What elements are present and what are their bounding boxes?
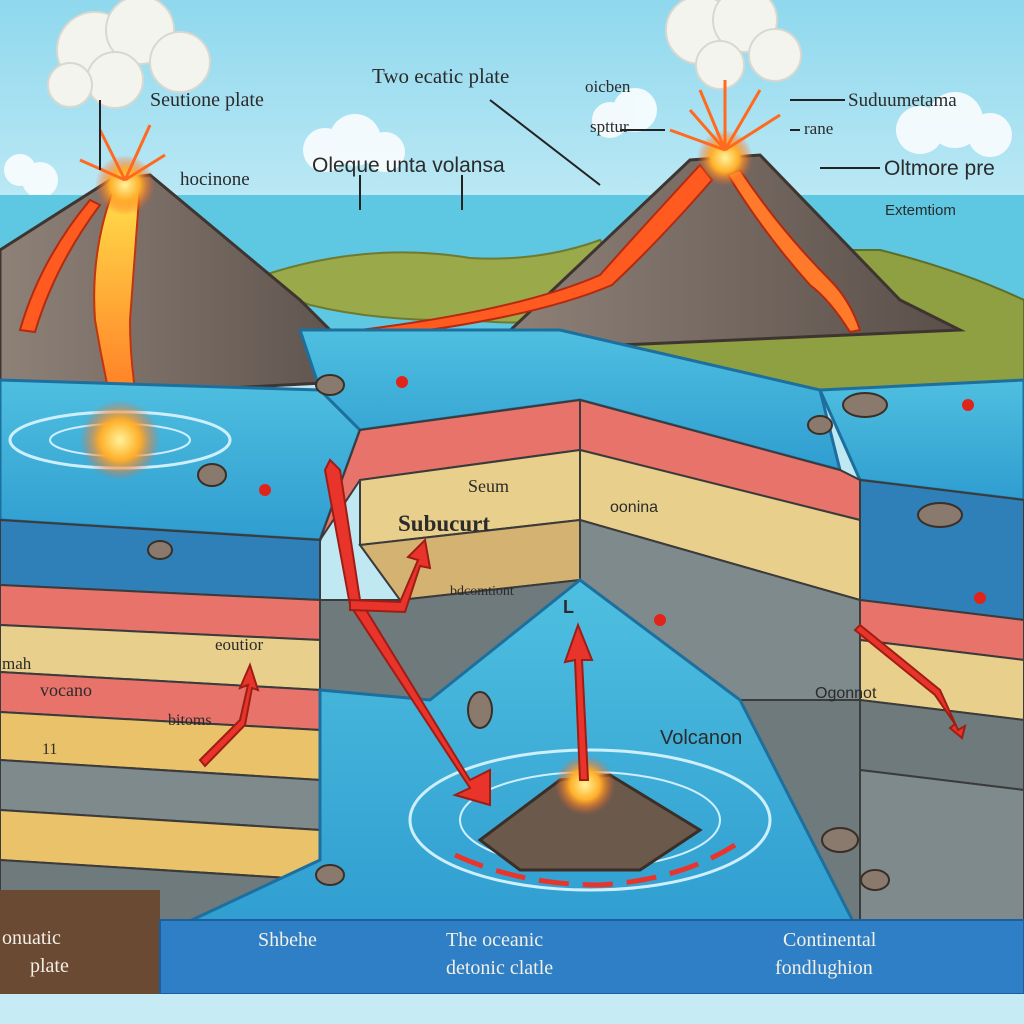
label-seum: Seum xyxy=(468,476,510,496)
label-vocano: vocano xyxy=(40,680,92,700)
label-fondlughion: fondlughion xyxy=(775,957,873,979)
label-suduumetama: Suduumetama xyxy=(848,90,957,111)
label-sptur: spttur xyxy=(590,117,629,136)
smoke-cloud-right xyxy=(665,0,802,90)
bottom-band xyxy=(159,919,1024,995)
left-crater-glow xyxy=(95,155,155,215)
label-n-marker: 11 xyxy=(42,741,58,758)
label-continental: Continental xyxy=(783,929,877,951)
magma-dot xyxy=(259,376,986,626)
cloud xyxy=(4,88,1012,198)
label-rane: rane xyxy=(804,119,834,138)
label-seutione-plate: Seutione plate xyxy=(150,89,264,111)
underwater-volcano-glow xyxy=(555,755,615,815)
label-oleque: Oleque unta volansa xyxy=(312,154,505,177)
label-subucurt: Subucurt xyxy=(398,511,491,536)
label-two-ecatic-plate: Two ecatic plate xyxy=(372,64,510,88)
label-bdcomtion: bdcomtiont xyxy=(450,584,514,599)
left-volcano-lava-side xyxy=(18,198,102,334)
label-onuatic: onuatic xyxy=(2,927,61,949)
right-eruption-sparks xyxy=(669,80,781,152)
left-eruption-sparks xyxy=(79,124,166,182)
label-eoutior: eoutior xyxy=(215,635,264,654)
smoke-cloud-left xyxy=(47,0,211,109)
ring-arrows xyxy=(453,842,737,888)
rock-icon xyxy=(147,374,963,891)
trench-ripple xyxy=(408,748,772,892)
label-extension: Extemtiom xyxy=(885,202,956,219)
label-plate: plate xyxy=(30,955,69,977)
red-arrow-icon xyxy=(198,458,967,807)
bottom-band-left xyxy=(0,890,160,994)
label-mah: mah xyxy=(2,654,32,673)
label-hocinone: hocinone xyxy=(180,169,250,190)
label-oltmore: Oltmore pre xyxy=(884,157,995,180)
right-volcano-lava-2 xyxy=(726,168,862,334)
label-the-oceanic: The oceanic xyxy=(446,929,544,951)
label-ogonnot: Ogonnot xyxy=(815,685,877,702)
label-l-marker: L xyxy=(563,597,574,617)
left-block-top-water xyxy=(0,378,362,542)
label-shbehe: Shbehe xyxy=(258,929,317,951)
label-oicben: oicben xyxy=(585,77,631,96)
label-oonina: oonina xyxy=(610,499,659,516)
label-detonic-clatle: detonic clatle xyxy=(446,957,554,979)
label-leaders xyxy=(99,99,880,210)
bottom-edge xyxy=(0,994,1024,1024)
label-bitoms: bitoms xyxy=(168,712,212,729)
left-crust-layers xyxy=(0,518,321,937)
label-volcanon: Volcanon xyxy=(660,727,743,749)
left-water-glow xyxy=(80,400,160,480)
